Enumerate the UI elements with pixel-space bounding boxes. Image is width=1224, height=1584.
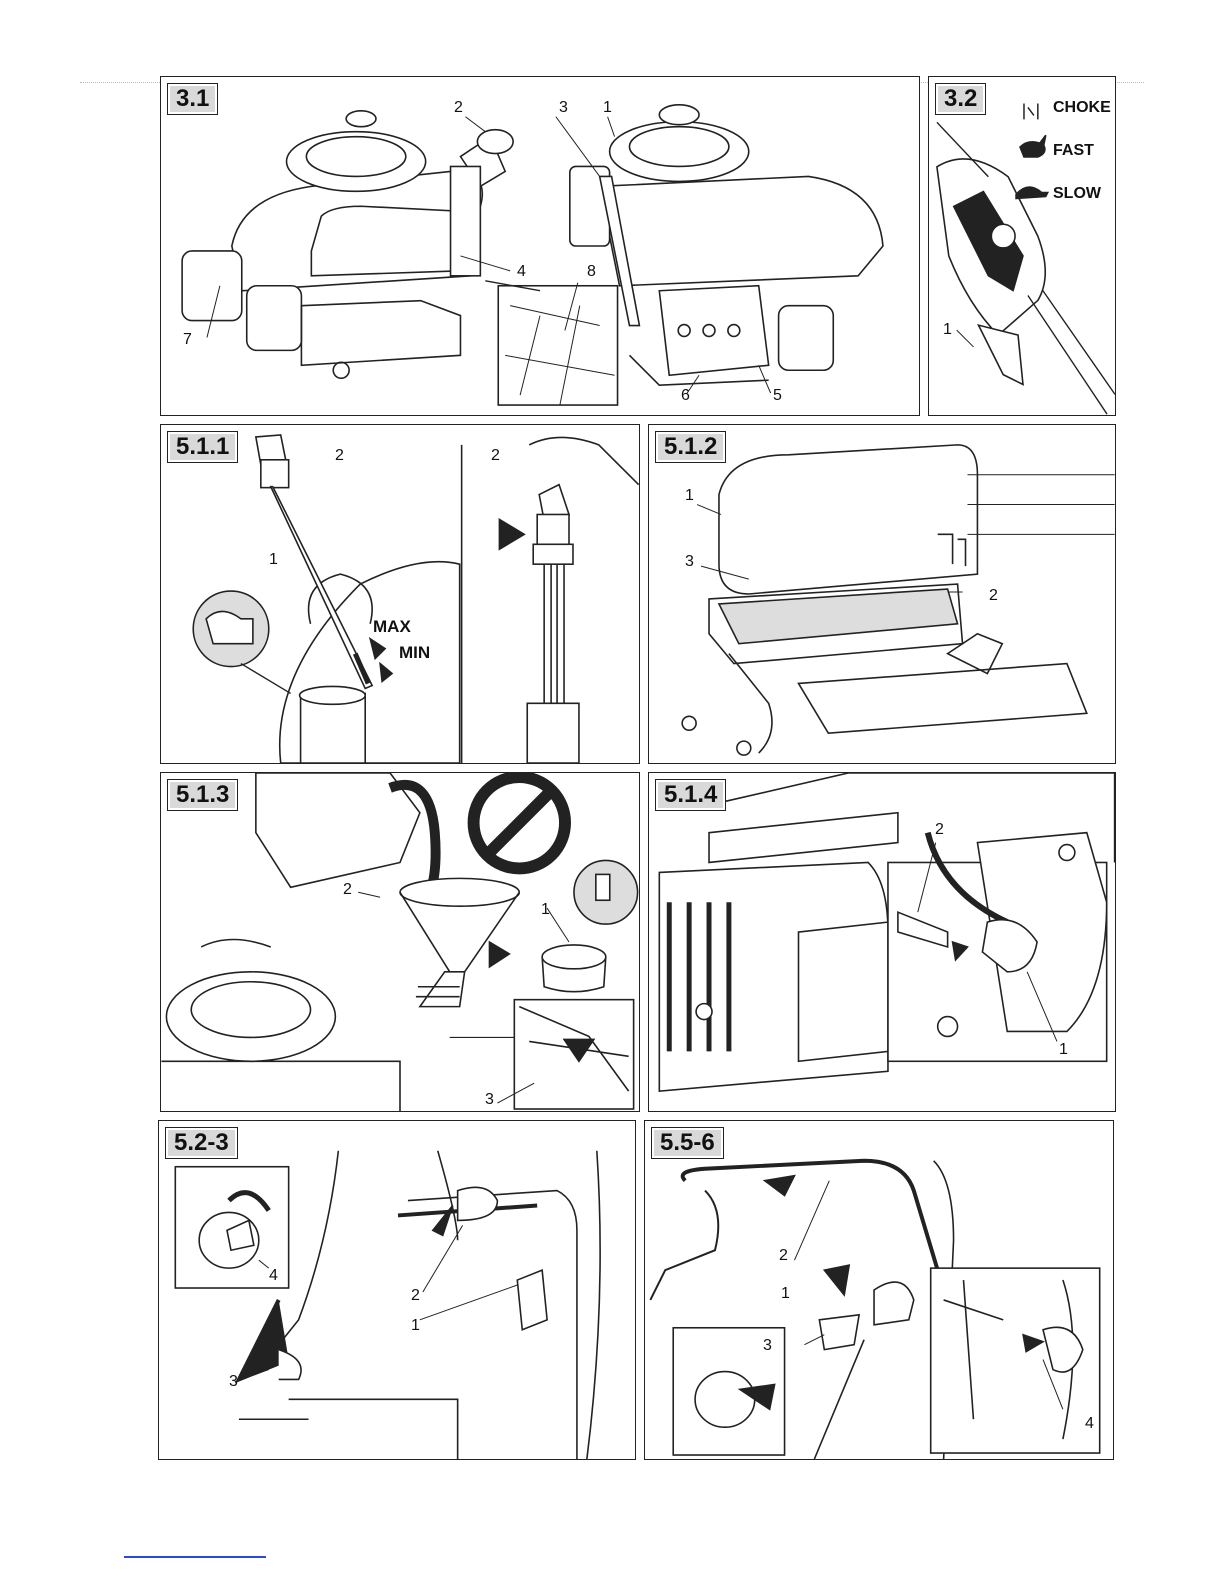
callout-7: 7 (183, 331, 192, 349)
figure-label: 5.1.2 (655, 431, 726, 463)
figure-5-1-2: 5.1.2 1 3 2 (648, 424, 1116, 764)
fuel-filling-illustration (161, 773, 639, 1111)
spark-plug-illustration (649, 773, 1115, 1111)
dipstick-illustration (161, 425, 639, 763)
callout-2: 2 (454, 99, 463, 117)
callout-2-right: 2 (491, 447, 500, 465)
callout-1: 1 (685, 487, 694, 505)
figure-5-2-3: 5.2-3 4 2 1 3 (158, 1120, 636, 1460)
throttle-lever-illustration (929, 77, 1115, 415)
callout-1: 1 (411, 1317, 420, 1335)
min-label: MIN (399, 643, 430, 663)
figure-3-2: 3.2 CHOKE FAST SLOW 1 (928, 76, 1116, 416)
callout-3: 3 (763, 1337, 772, 1355)
figure-label: 3.2 (935, 83, 986, 115)
callout-8: 8 (587, 263, 596, 281)
air-filter-illustration (649, 425, 1115, 763)
callout-1: 1 (781, 1285, 790, 1303)
figure-5-1-4: 5.1.4 2 1 (648, 772, 1116, 1112)
callout-3: 3 (229, 1373, 238, 1391)
callout-3: 3 (559, 99, 568, 117)
callout-3: 3 (685, 553, 694, 571)
stopping-procedure-illustration (645, 1121, 1113, 1459)
figure-label: 5.1.3 (167, 779, 238, 811)
engine-illustration (161, 77, 919, 415)
figure-label: 5.2-3 (165, 1127, 238, 1159)
figure-label: 5.5-6 (651, 1127, 724, 1159)
callout-4: 4 (269, 1267, 278, 1285)
callout-2: 2 (343, 881, 352, 899)
callout-1: 1 (541, 901, 550, 919)
callout-4: 4 (1085, 1415, 1094, 1433)
max-label: MAX (373, 617, 411, 637)
callout-2: 2 (335, 447, 344, 465)
figure-5-1-3: 5.1.3 2 1 3 (160, 772, 640, 1112)
figure-label: 5.1.4 (655, 779, 726, 811)
slow-label: SLOW (1053, 185, 1101, 203)
figure-label: 5.1.1 (167, 431, 238, 463)
callout-2: 2 (935, 821, 944, 839)
callout-1: 1 (269, 551, 278, 569)
callout-4: 4 (517, 263, 526, 281)
callout-1: 1 (603, 99, 612, 117)
callout-2: 2 (411, 1287, 420, 1305)
callout-5: 5 (773, 387, 782, 405)
callout-3: 3 (485, 1091, 494, 1109)
footer-link-underline (124, 1556, 266, 1558)
callout-6: 6 (681, 387, 690, 405)
figure-5-1-1: 5.1.1 2 1 2 MAX MIN (160, 424, 640, 764)
fast-label: FAST (1053, 142, 1094, 160)
callout-1: 1 (943, 321, 952, 339)
figure-5-5-6: 5.5-6 2 1 3 4 (644, 1120, 1114, 1460)
callout-2: 2 (779, 1247, 788, 1265)
callout-1: 1 (1059, 1041, 1068, 1059)
figure-label: 3.1 (167, 83, 218, 115)
figure-3-1: 3.1 2 3 1 4 8 7 6 5 (160, 76, 920, 416)
callout-2: 2 (989, 587, 998, 605)
starting-procedure-illustration (159, 1121, 635, 1459)
choke-label: CHOKE (1053, 99, 1111, 117)
